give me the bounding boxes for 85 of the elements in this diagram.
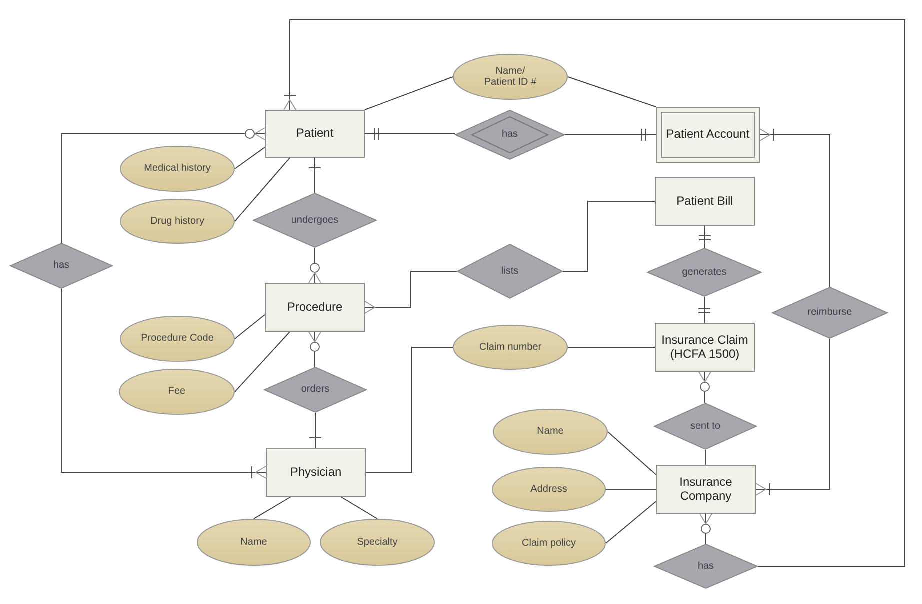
identifying-relationship-diamond xyxy=(455,110,565,160)
relationship-line xyxy=(562,201,656,272)
relationship-name: has xyxy=(53,260,70,272)
relationship-name: has xyxy=(502,129,518,141)
relationship-line xyxy=(254,496,292,520)
attribute-ellipse xyxy=(493,409,608,455)
relationship-line xyxy=(308,332,322,368)
weak-entity-box xyxy=(656,107,760,163)
entity-box xyxy=(265,110,365,158)
relationship-line xyxy=(698,372,712,404)
attribute-name: Claim number xyxy=(479,342,542,354)
entity-name: Physician xyxy=(290,466,342,480)
attribute-ellipse xyxy=(453,54,568,100)
attribute-ellipse xyxy=(120,316,235,362)
entity-box xyxy=(266,448,366,497)
attribute-name: Name xyxy=(537,426,564,438)
entity-name: Procedure xyxy=(287,300,343,314)
attribute-name: Specialty xyxy=(357,536,398,548)
relationship-line xyxy=(700,514,712,544)
relationship-diamond xyxy=(264,367,367,413)
relationship-diamond xyxy=(772,287,888,339)
relationship-name: undergoes xyxy=(291,214,339,226)
relationship-diamond xyxy=(654,544,758,589)
entity-name: Patient xyxy=(296,127,334,141)
relationship-line xyxy=(364,271,458,314)
relationship-line xyxy=(234,146,266,170)
attribute-name: Drug history xyxy=(150,216,204,228)
relationship-line xyxy=(606,501,656,544)
relationship-line xyxy=(608,432,656,476)
relationship-line xyxy=(364,76,454,110)
relationship-line xyxy=(308,248,322,284)
relationship-line xyxy=(698,226,712,248)
relationship-line xyxy=(366,347,454,473)
entity-name: Insurance Company xyxy=(678,476,734,504)
entity-name: Patient Account xyxy=(666,128,750,142)
relationship-line xyxy=(568,347,656,348)
relationship-name: lists xyxy=(501,266,519,278)
attribute-name: Medical history xyxy=(144,163,211,175)
relationship-diamond xyxy=(647,248,762,297)
entity-box xyxy=(655,177,755,226)
entity-box xyxy=(265,283,365,332)
relationship-diamond xyxy=(10,243,113,289)
attribute-name: Fee xyxy=(168,386,186,398)
relationship-line xyxy=(756,338,830,496)
relationship-line xyxy=(760,128,830,288)
attribute-name: Procedure Code xyxy=(141,333,214,345)
relationship-diamond xyxy=(654,403,757,450)
relationship-name: reimburse xyxy=(808,307,852,319)
attribute-ellipse xyxy=(453,325,568,370)
relationship-line xyxy=(606,489,656,490)
entity-name: Patient Bill xyxy=(676,194,734,208)
relationship-line xyxy=(284,20,906,567)
attribute-ellipse xyxy=(492,521,606,566)
relationship-name: orders xyxy=(301,384,330,396)
attribute-ellipse xyxy=(120,199,235,244)
entity-box xyxy=(655,323,755,372)
relationship-diamond xyxy=(253,193,377,248)
attribute-ellipse xyxy=(320,519,435,566)
attribute-ellipse xyxy=(119,369,235,415)
relationship-line xyxy=(61,288,266,479)
attribute-name: Name xyxy=(240,536,268,548)
relationship-line xyxy=(564,128,656,142)
attribute-ellipse xyxy=(120,146,235,192)
attribute-name: Address xyxy=(530,484,568,496)
relationship-line xyxy=(340,496,378,520)
relationship-line xyxy=(364,128,456,140)
relationship-name: sent to xyxy=(690,420,721,432)
attribute-name: Claim policy xyxy=(522,538,576,550)
relationship-line xyxy=(568,76,656,108)
relationship-line xyxy=(698,296,711,324)
relationship-line xyxy=(309,412,322,448)
relationship-line xyxy=(308,158,322,194)
attribute-ellipse xyxy=(492,467,606,512)
relationship-line xyxy=(61,128,266,244)
relationship-line xyxy=(234,332,290,392)
relationship-diamond xyxy=(457,244,563,299)
relationship-name: generates xyxy=(682,266,727,278)
attribute-ellipse xyxy=(197,519,311,566)
entity-box xyxy=(656,465,756,514)
entity-name: Insurance Claim (HCFA 1500) xyxy=(661,334,749,362)
relationship-line xyxy=(234,314,266,340)
attribute-name: Name/ Patient ID # xyxy=(483,66,538,88)
relationship-line xyxy=(705,450,706,466)
relationship-name: has xyxy=(698,560,714,572)
relationship-line xyxy=(234,158,290,222)
